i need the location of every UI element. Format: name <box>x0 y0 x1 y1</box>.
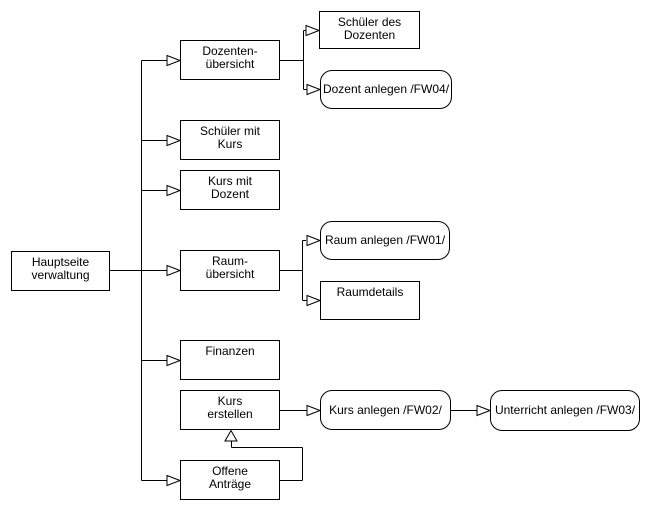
edge-raum-children <box>280 240 307 301</box>
arrowhead-offene <box>166 474 182 487</box>
node-kurs-mit-dozent: Kurs mit Dozent <box>180 170 280 210</box>
node-dozent-anlegen-fw04: Dozent anlegen /FW04/ <box>320 70 452 109</box>
node-unterricht-anlegen-fw03: Unterricht anlegen /FW03/ <box>490 390 640 431</box>
arrowhead-finanzen <box>166 354 182 367</box>
arrowhead-dozent-anlegen <box>306 83 322 96</box>
edge-offene-loop <box>231 441 303 481</box>
edge-paths <box>110 30 477 481</box>
node-offene-antraege: Offene Anträge <box>180 460 280 500</box>
arrowhead-kurs-mit-dozent <box>166 184 182 197</box>
arrowhead-up-kurs-erstellen <box>224 429 238 442</box>
node-schueler-des-dozenten: Schüler des Dozenten <box>319 11 420 49</box>
arrowhead-schueler-des-dozenten <box>305 24 321 37</box>
arrowhead-schueler-mit-kurs <box>166 134 182 147</box>
edge-dozenten-children <box>280 30 307 90</box>
node-kurs-erstellen: Kurs erstellen <box>180 390 280 430</box>
arrowhead-raum-anlegen <box>306 234 322 247</box>
node-raumdetails: Raumdetails <box>320 281 420 320</box>
arrowhead-raum <box>166 264 182 277</box>
node-dozenten-uebersicht: Dozenten- übersicht <box>180 40 280 80</box>
arrowhead-unterricht-anlegen <box>476 404 492 417</box>
node-raum-anlegen-fw01: Raum anlegen /FW01/ <box>320 221 450 260</box>
arrowheads <box>166 24 492 487</box>
node-schueler-mit-kurs: Schüler mit Kurs <box>180 120 280 160</box>
node-hauptseite-verwaltung: Hauptseite verwaltung <box>11 251 110 291</box>
arrowhead-raumdetails <box>306 294 322 307</box>
node-raum-uebersicht: Raum- übersicht <box>180 250 280 291</box>
node-kurs-anlegen-fw02: Kurs anlegen /FW02/ <box>320 390 451 430</box>
arrowhead-dozenten <box>166 54 182 67</box>
arrowhead-kurs-anlegen <box>306 404 322 417</box>
node-finanzen: Finanzen <box>180 340 280 380</box>
